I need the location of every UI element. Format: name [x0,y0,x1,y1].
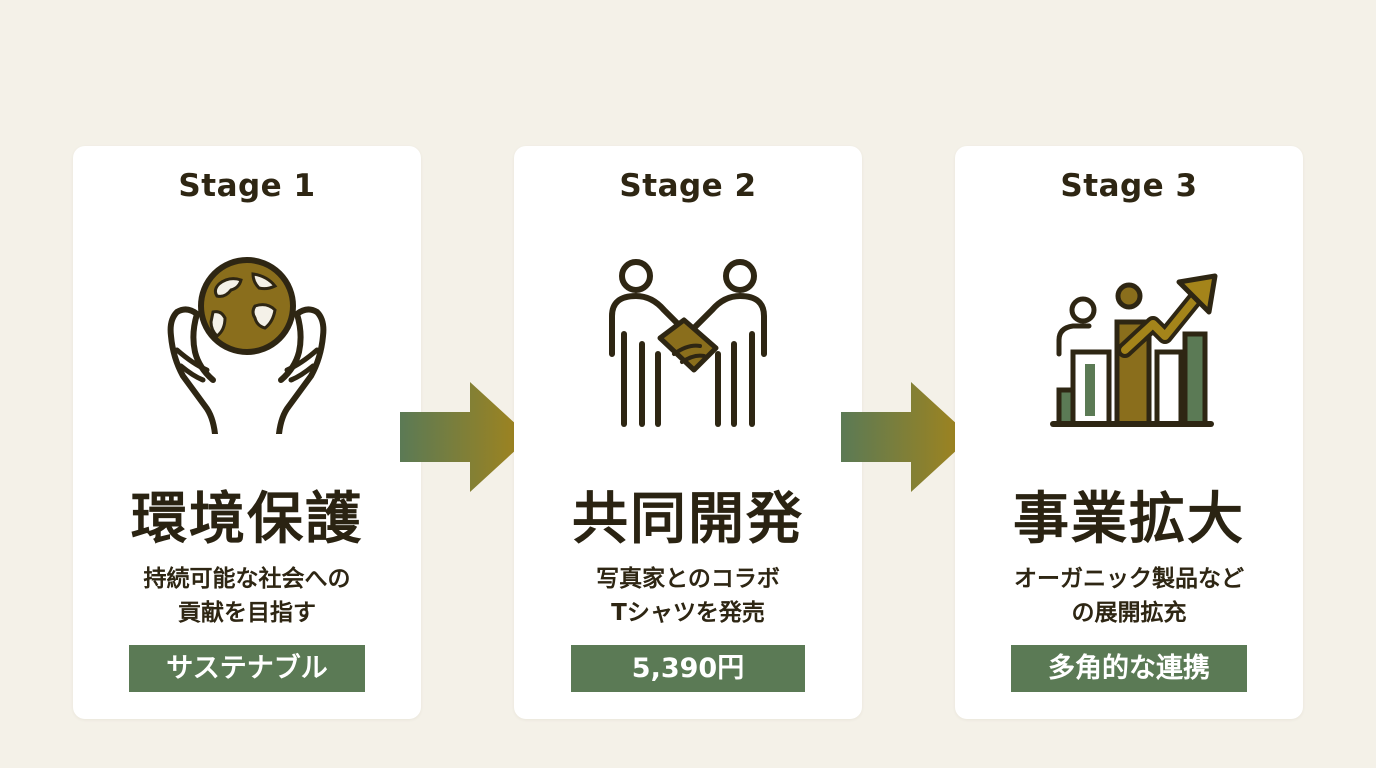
stage-label: Stage 3 [1060,168,1198,204]
handshake-icon [609,259,767,427]
stage-description: オーガニック製品など の展開拡充 [955,562,1303,630]
description-line-1: オーガニック製品など [1014,566,1244,592]
description-line-1: 写真家とのコラボ [596,566,780,592]
stage-label: Stage 2 [619,168,757,204]
description-line-1: 持続可能な社会への [143,566,351,592]
stage-badge: 5,390円 [571,645,805,692]
stage-badge: 多角的な連携 [1011,645,1247,692]
arrow-right-icon [400,382,530,492]
stage-description: 持続可能な社会への 貢献を目指す [73,562,421,630]
stage-badge: サステナブル [129,645,365,692]
stage-description: 写真家とのコラボ Tシャツを発売 [514,562,862,630]
hands-holding-globe-icon [167,257,327,434]
description-line-2: Tシャツを発売 [611,600,765,626]
stage-label: Stage 1 [178,168,316,204]
stage-title: 事業拡大 [1013,486,1245,552]
description-line-2: 貢献を目指す [178,600,316,626]
growth-chart-icon [1050,273,1218,427]
stage-card-2: Stage 2 共同開発 写真家とのコラボ Tシャツを発売 5,390円 [514,146,862,719]
arrow-right-icon [841,382,971,492]
stage-title: 環境保護 [131,486,363,552]
stage-title: 共同開発 [572,486,804,552]
stage-card-1: Stage 1 環境保護 持続可能な社会への 貢献を目指す サステナブル [73,146,421,719]
stage-card-3: Stage 3 事業拡大 オーガニック製品など の展開拡充 多角的な連携 [955,146,1303,719]
description-line-2: の展開拡充 [1071,600,1187,626]
